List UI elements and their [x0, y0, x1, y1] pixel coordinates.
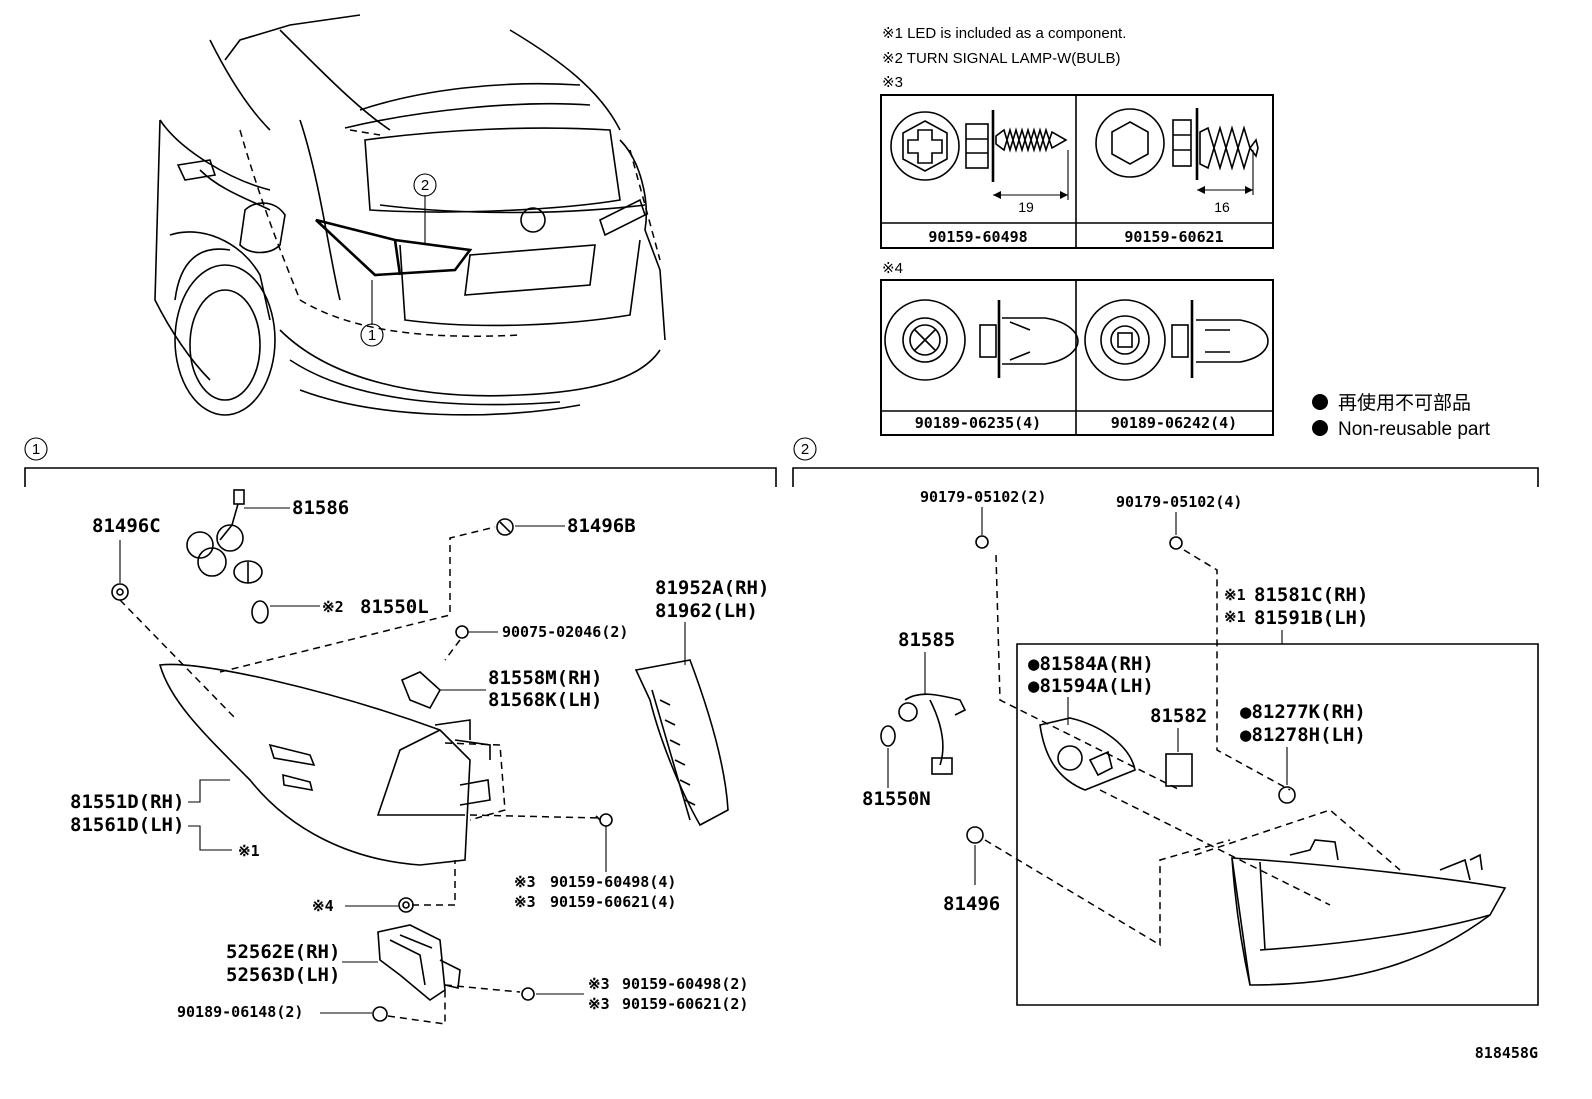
label-52562E: 52562E(RH)	[226, 941, 340, 963]
back-door-lamp-icon	[1231, 839, 1507, 986]
screw-2-part-no: 90159-60621	[1124, 228, 1223, 246]
bolt-icon	[595, 813, 613, 827]
group-1-header: 1	[24, 437, 777, 487]
grommet-icon	[111, 583, 129, 601]
label-90179b: 90179-05102(4)	[1116, 493, 1242, 511]
label-81558M: 81558M(RH)	[488, 667, 602, 689]
fastener-table-4: 90189-06235(4) 90189-06242(4)	[880, 279, 1274, 436]
bulb-icon	[251, 600, 269, 624]
fastener-table-3: 19 90159-60498 16 90159-60621	[880, 94, 1274, 249]
label-81278H: ●81278H(LH)	[1240, 724, 1366, 746]
label-81568K: 81568K(LH)	[488, 689, 602, 711]
label-mark1: ※1	[238, 842, 260, 860]
group-2-parts: 90179-05102(2) 90179-05102(4) ※1 81581C(…	[862, 488, 1539, 1006]
label-90179a: 90179-05102(2)	[920, 488, 1046, 506]
note-turn-signal: ※2 TURN SIGNAL LAMP-W(BULB)	[882, 50, 1120, 67]
label-bolt-b-mark: ※3	[514, 893, 536, 911]
screw-1-length: 19	[1018, 199, 1034, 215]
screw-small-icon	[1169, 536, 1183, 550]
screw-small-icon	[975, 535, 989, 549]
clip-icon	[372, 1006, 388, 1022]
callout-2-vehicle-label: 2	[421, 177, 429, 194]
label-bolt-c-mark: ※3	[588, 975, 610, 993]
clip-b-icon	[1084, 299, 1269, 381]
label-81550L: 81550L	[360, 596, 429, 618]
notes-block: ※1 LED is included as a component. ※2 TU…	[882, 25, 1126, 277]
label-81550N: 81550N	[862, 788, 931, 810]
bullet-icon	[1312, 394, 1328, 410]
label-81952A: 81952A(RH)	[655, 577, 769, 599]
clip-a-icon	[884, 299, 1079, 381]
label-81551D: 81551D(RH)	[70, 791, 184, 813]
label-bolt-a-mark: ※3	[514, 873, 536, 891]
legend-jp: 再使用不可部品	[1338, 392, 1471, 414]
vehicle-rear-illustration: 1 2	[154, 14, 666, 416]
callout-1-vehicle-label: 1	[368, 327, 376, 344]
label-81591B-mark: ※1	[1224, 608, 1246, 626]
screw-2-length: 16	[1214, 199, 1230, 215]
side-reflector-icon	[634, 659, 729, 827]
grommet-icon	[1278, 786, 1296, 804]
label-81561D: 81561D(LH)	[70, 814, 184, 836]
socket-cover-icon	[400, 671, 442, 710]
label-bolt-b: 90159-60621(4)	[550, 893, 676, 911]
label-81581C-mark: ※1	[1224, 586, 1246, 604]
socket-wire-icon	[186, 489, 263, 584]
label-81277K: ●81277K(RH)	[1240, 701, 1366, 723]
label-81496: 81496	[943, 893, 1000, 915]
insulator-icon	[1165, 753, 1193, 787]
label-bolt-c: 90159-60498(2)	[622, 975, 748, 993]
group-2-callout: 2	[801, 441, 809, 458]
label-81594A: ●81594A(LH)	[1028, 675, 1154, 697]
legend-en: Non-reusable part	[1338, 419, 1491, 440]
mounting-bracket-icon	[377, 924, 461, 1001]
label-81581C: 81581C(RH)	[1254, 584, 1368, 606]
label-mark4: ※4	[312, 897, 334, 915]
screw-hex-icon: 16	[1095, 108, 1259, 215]
label-81582: 81582	[1150, 705, 1207, 727]
screw-small-icon	[455, 625, 469, 639]
label-52563D: 52563D(LH)	[226, 964, 340, 986]
label-bolt-d: 90159-60621(2)	[622, 995, 748, 1013]
note-3-marker: ※3	[882, 74, 903, 91]
clip-b-part-no: 90189-06242(4)	[1111, 414, 1237, 432]
note-led: ※1 LED is included as a component.	[882, 25, 1126, 42]
label-81591B: 81591B(LH)	[1254, 607, 1368, 629]
group-1-callout: 1	[32, 441, 40, 458]
grommet-icon	[966, 826, 984, 844]
note-4-marker: ※4	[882, 260, 903, 277]
label-81496C: 81496C	[92, 515, 161, 537]
rear-combination-lamp-icon	[158, 663, 491, 866]
group-2-header: 2	[792, 437, 1539, 487]
label-81585: 81585	[898, 629, 955, 651]
clip-a-part-no: 90189-06235(4)	[915, 414, 1041, 432]
callout-1-vehicle	[360, 323, 384, 347]
screw-1-part-no: 90159-60498	[928, 228, 1027, 246]
clip-icon	[398, 897, 414, 913]
label-bolt-a: 90159-60498(4)	[550, 873, 676, 891]
label-81586: 81586	[292, 497, 349, 519]
label-90189: 90189-06148(2)	[177, 1003, 303, 1021]
label-bolt-d-mark: ※3	[588, 995, 610, 1013]
label-90075: 90075-02046(2)	[502, 623, 628, 641]
socket-wire-icon	[880, 693, 967, 775]
label-81584A: ●81584A(RH)	[1028, 653, 1154, 675]
gasket-icon	[1039, 717, 1136, 791]
bullet-icon	[1312, 420, 1328, 436]
label-81496B: 81496B	[567, 515, 636, 537]
legend: 再使用不可部品 Non-reusable part	[1312, 392, 1491, 440]
diagram-id: 818458G	[1475, 1044, 1538, 1062]
group-1-parts: 81496C 81586 ※2 81550L 81496B	[70, 489, 769, 1025]
grommet-icon	[496, 518, 514, 536]
screw-phillips-hex-icon: 19	[890, 110, 1069, 215]
bolt-icon	[521, 987, 535, 1001]
label-81962: 81962(LH)	[655, 600, 758, 622]
callout-2-vehicle	[413, 173, 437, 197]
label-81550L-mark: ※2	[322, 598, 344, 616]
